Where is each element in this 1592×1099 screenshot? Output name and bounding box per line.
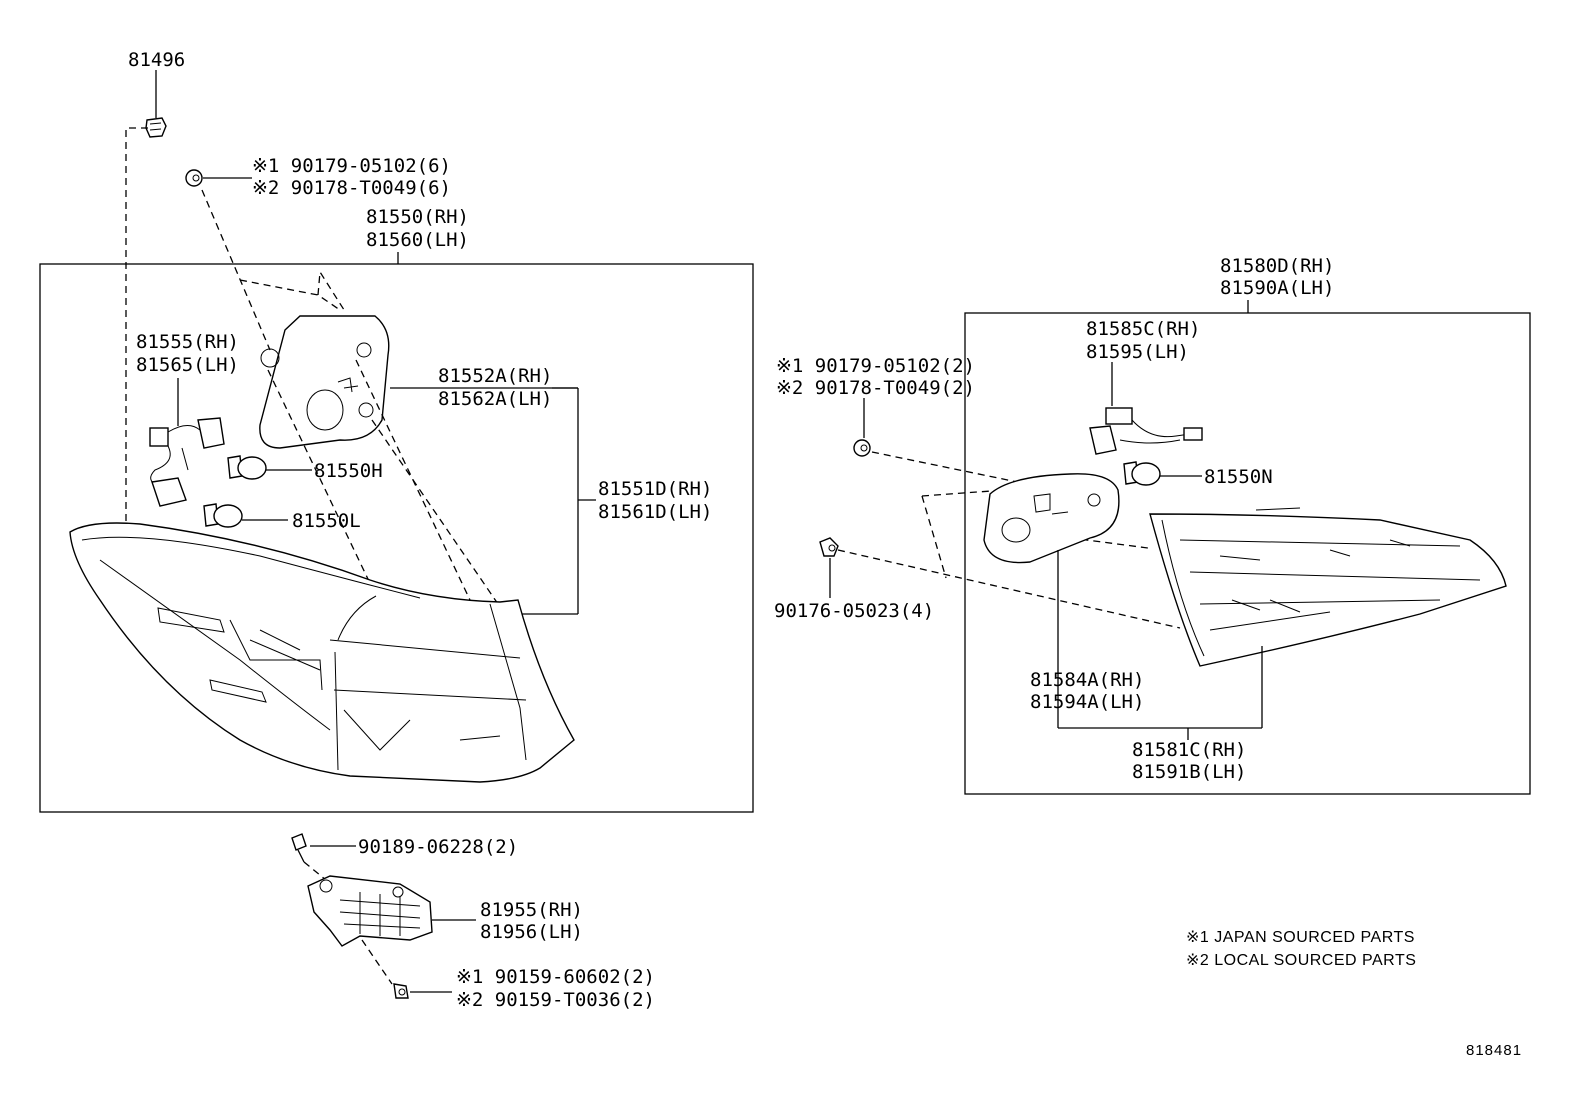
label-clip-right-1: ※1 90179-05102(2): [776, 355, 975, 377]
bulb-81550h-icon: [227, 455, 267, 480]
nut-clip-icon: [185, 169, 203, 187]
label-clip-right-2: ※2 90178-T0049(2): [776, 377, 975, 399]
label-bracket-lh: 81956(LH): [480, 921, 583, 943]
label-lens-left-rh: 81551D(RH): [598, 478, 712, 500]
label-bulb-h: 81550H: [314, 460, 383, 482]
label-gasket-right-rh: 81584A(RH): [1030, 669, 1144, 691]
label-socket-right-lh: 81595(LH): [1086, 341, 1189, 363]
label-clip-90176: 90176-05023(4): [774, 600, 934, 622]
label-bulb-n: 81550N: [1204, 466, 1273, 488]
label-bracket-rh: 81955(RH): [480, 899, 583, 921]
bulb-81550n-icon: [1123, 461, 1161, 486]
tail-lamp-lens-right-icon: [1149, 507, 1507, 667]
label-assy-left-rh: 81550(RH): [366, 206, 469, 228]
label-gasket-left-lh: 81562A(LH): [438, 388, 552, 410]
label-assy-left-lh: 81560(LH): [366, 229, 469, 251]
label-screw-bot-2: ※2 90159-T0036(2): [456, 989, 655, 1011]
nut-clip-right-icon: [853, 439, 871, 457]
left-assembly-box: [39, 263, 754, 813]
note-japan-sourced: ※1 JAPAN SOURCED PARTS: [1186, 929, 1415, 946]
label-assy-right-rh: 81580D(RH): [1220, 255, 1334, 277]
socket-harness-left-icon: [149, 417, 225, 507]
clip-90176-icon: [819, 537, 839, 557]
label-lens-left-lh: 81561D(LH): [598, 501, 712, 523]
tail-lamp-lens-left-icon: [69, 522, 575, 783]
label-socket-lh: 81565(LH): [136, 354, 239, 376]
clip-81496-icon: [145, 117, 167, 138]
label-clip-top-1: ※1 90179-05102(6): [252, 155, 451, 177]
label-screw-mid: 90189-06228(2): [358, 836, 518, 858]
label-gasket-left-rh: 81552A(RH): [438, 365, 552, 387]
screw-90159-icon: [393, 983, 409, 999]
label-socket-rh: 81555(RH): [136, 331, 239, 353]
label-81496: 81496: [128, 49, 185, 71]
note-local-sourced: ※2 LOCAL SOURCED PARTS: [1186, 952, 1416, 969]
gasket-right-icon: [983, 473, 1120, 564]
diagram-reference-number: 818481: [1466, 1042, 1522, 1059]
label-lens-right-lh: 81591B(LH): [1132, 761, 1246, 783]
bulb-81550l-icon: [203, 503, 243, 528]
socket-harness-right-icon: [1089, 407, 1203, 455]
bracket-81955-icon: [307, 875, 433, 947]
label-lens-right-rh: 81581C(RH): [1132, 739, 1246, 761]
label-assy-right-lh: 81590A(LH): [1220, 277, 1334, 299]
label-gasket-right-lh: 81594A(LH): [1030, 691, 1144, 713]
label-screw-bot-1: ※1 90159-60602(2): [456, 966, 655, 988]
label-socket-right-rh: 81585C(RH): [1086, 318, 1200, 340]
screw-90189-icon: [291, 833, 307, 863]
label-clip-top-2: ※2 90178-T0049(6): [252, 177, 451, 199]
gasket-left-icon: [259, 315, 390, 449]
label-bulb-l: 81550L: [292, 510, 361, 532]
